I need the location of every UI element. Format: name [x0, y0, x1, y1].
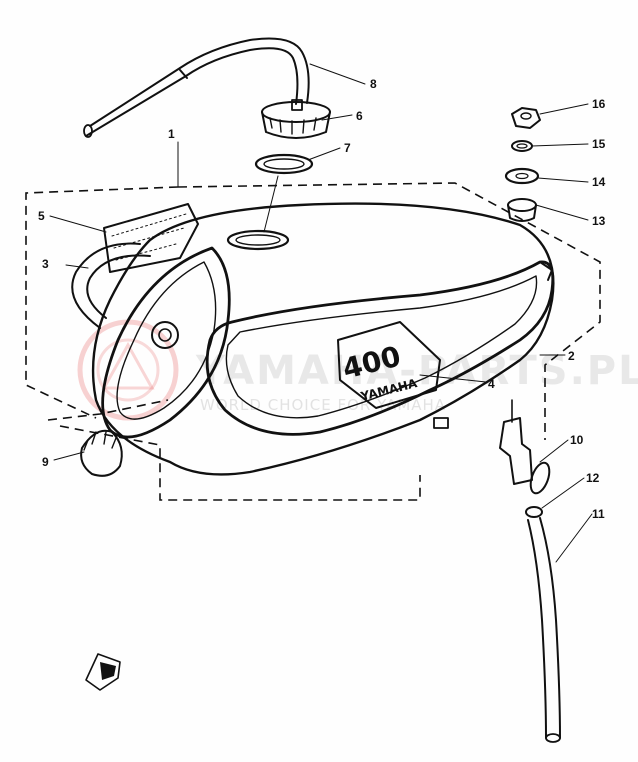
leader-lines — [49, 63, 593, 563]
callout-1: 1 — [168, 127, 175, 141]
callout-4: 4 — [488, 377, 495, 391]
callout-9: 9 — [42, 455, 49, 469]
callout-12: 12 — [586, 471, 600, 485]
callout-2: 2 — [568, 349, 575, 363]
watermark-text: YAMAHA-PARTS.PL — [195, 348, 638, 394]
fuel-cap — [261, 99, 331, 139]
front-mount-cap — [80, 429, 123, 477]
callout-labels: 1 2 3 4 5 6 7 8 9 10 11 12 13 14 15 16 — [38, 77, 606, 521]
grommet-13 — [507, 198, 537, 222]
front-arrow-icon — [85, 653, 121, 691]
callout-11: 11 — [592, 507, 605, 521]
cap-gasket — [254, 153, 314, 175]
hose-clip — [525, 506, 543, 518]
callout-16: 16 — [592, 97, 606, 111]
nut-16 — [511, 107, 541, 129]
callout-3: 3 — [42, 257, 49, 271]
assembly-outline — [25, 182, 601, 501]
watermark-subtext: WORLD CHOICE FOR YAMAHA — [200, 396, 446, 414]
callout-8: 8 — [370, 77, 377, 91]
watermark-logo-ring — [77, 319, 179, 421]
callout-7: 7 — [344, 141, 351, 155]
watermark: YAMAHA-PARTS.PL WORLD CHOICE FOR YAMAHA — [77, 319, 638, 421]
fuel-line — [527, 517, 561, 743]
callout-5: 5 — [38, 209, 45, 223]
callout-6: 6 — [356, 109, 363, 123]
breather-hose — [83, 37, 310, 138]
callout-13: 13 — [592, 214, 606, 228]
fuel-petcock — [499, 399, 551, 495]
callout-14: 14 — [592, 175, 606, 189]
rubber-strap — [71, 242, 151, 329]
washer-15 — [511, 140, 533, 152]
callout-10: 10 — [570, 433, 584, 447]
fuel-tank-body — [91, 202, 555, 476]
washer-14 — [504, 167, 540, 185]
callout-15: 15 — [592, 137, 606, 151]
